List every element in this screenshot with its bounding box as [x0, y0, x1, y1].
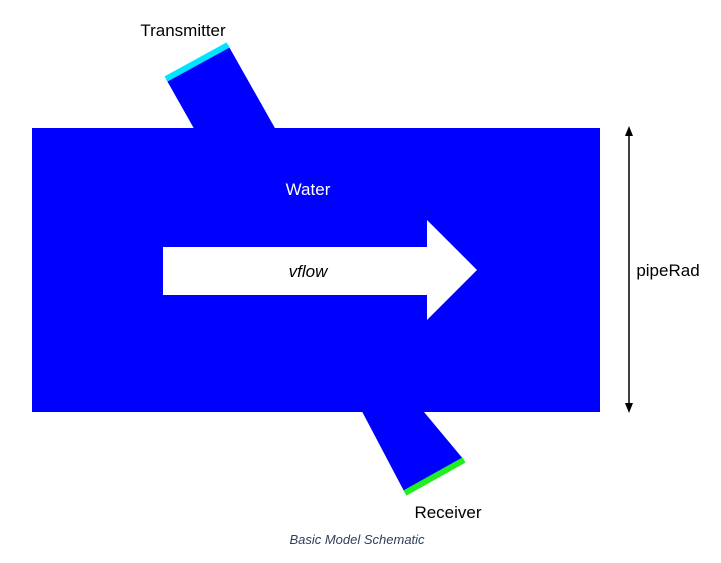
pipe-radius-arrowhead-bottom — [625, 403, 633, 413]
transmitter-face — [164, 42, 230, 82]
pipe-radius-arrowhead-top — [625, 126, 633, 136]
receiver-label: Receiver — [414, 503, 481, 522]
transmitter-label: Transmitter — [140, 21, 226, 40]
receiver-transducer — [356, 400, 464, 493]
receiver-face — [403, 457, 466, 496]
figure-caption: Basic Model Schematic — [289, 532, 425, 547]
water-label: Water — [286, 180, 331, 199]
pipe-radius-label: pipeRad — [636, 261, 699, 280]
flow-label: vflow — [289, 262, 329, 281]
flow-arrow — [163, 220, 477, 320]
